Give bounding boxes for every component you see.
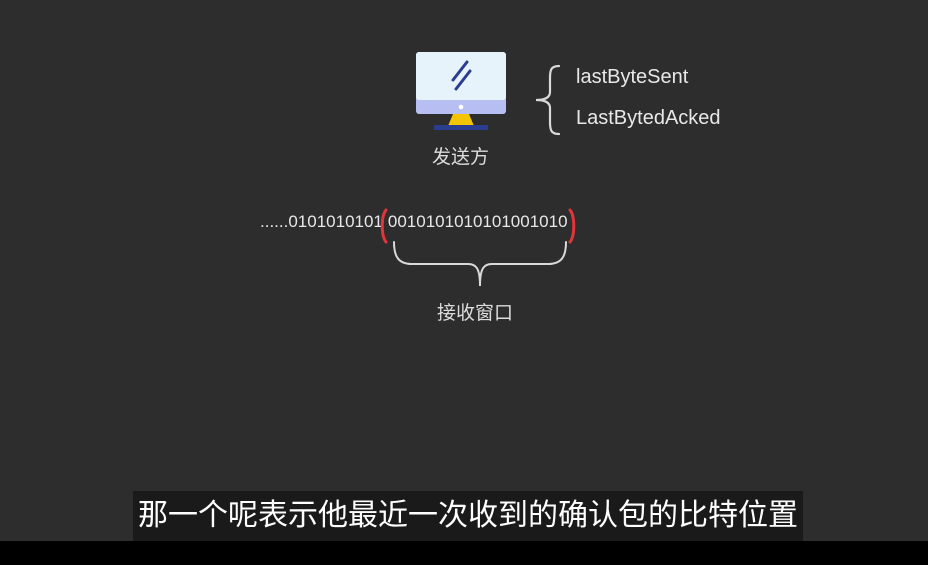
- bit-stream-prefix: ......0101010101: [260, 212, 383, 231]
- receive-window-bits: 0010101010101001010: [380, 208, 575, 244]
- curly-brace-icon: [535, 64, 561, 136]
- computer-icon: [416, 52, 506, 130]
- video-subtitle: 那一个呢表示他最近一次收到的确认包的比特位置: [133, 491, 803, 541]
- bottom-black-bar: [0, 541, 928, 565]
- left-bracket-icon: [380, 208, 388, 244]
- bit-stream: ......0101010101 0010101010101001010: [260, 208, 575, 244]
- last-byte-acked-label: LastBytedAcked: [576, 107, 721, 129]
- last-byte-sent-label: lastByteSent: [576, 66, 689, 88]
- right-bracket-icon: [568, 208, 575, 244]
- window-bits-text: 0010101010101001010: [387, 212, 568, 231]
- sender-label: 发送方: [432, 146, 490, 168]
- underbrace-icon: [393, 241, 567, 287]
- slide-canvas: lastByteSent LastBytedAcked 发送方 ......01…: [133, 52, 803, 541]
- receive-window-label: 接收窗口: [437, 302, 514, 324]
